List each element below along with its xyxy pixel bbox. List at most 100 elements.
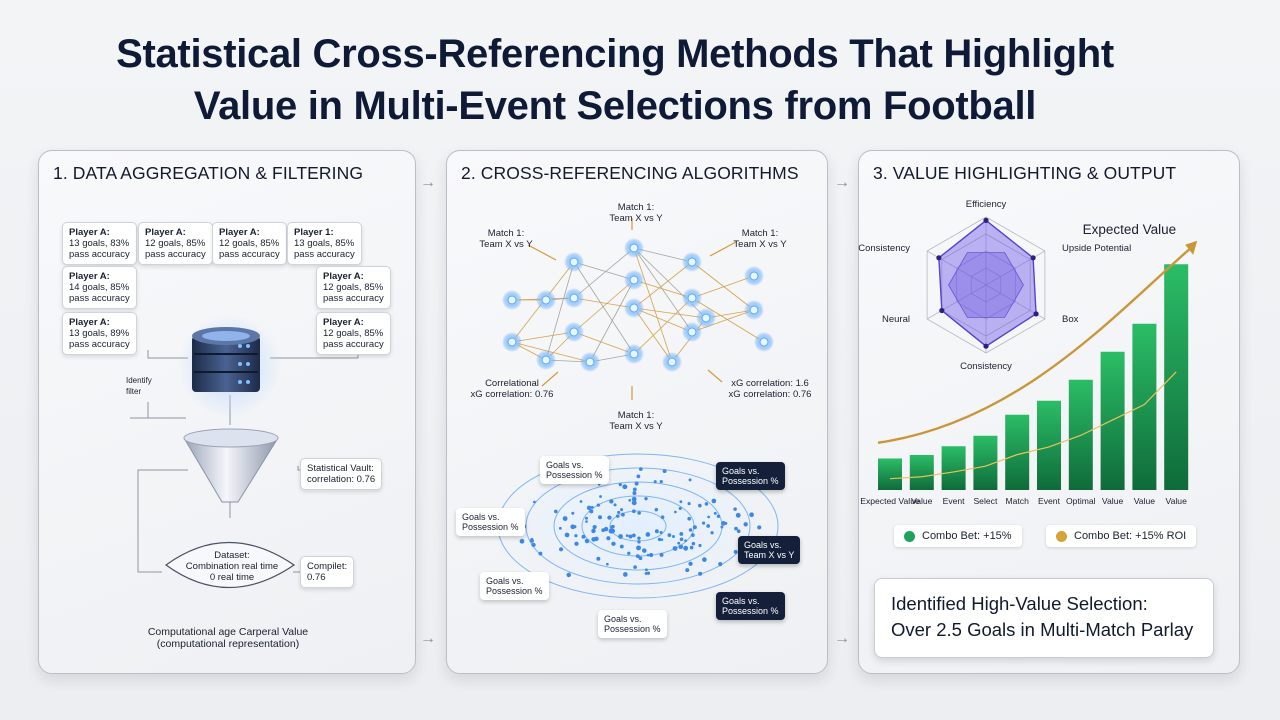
radar-dot	[610, 528, 616, 534]
network-link	[691, 275, 755, 299]
ev-trend-line	[889, 371, 1177, 480]
radar-dot	[659, 530, 663, 535]
radar-dot	[743, 522, 748, 527]
radar-dot	[554, 509, 558, 514]
radar-dot	[519, 538, 525, 544]
radar-dot	[689, 545, 694, 550]
ev-bar	[1132, 323, 1157, 490]
player-card-8: Player A: 12 goals, 85% pass accuracy	[316, 312, 391, 355]
radar-dot	[558, 547, 564, 552]
radar-dot	[590, 505, 594, 509]
panel3-heading: 3. VALUE HIGHLIGHTING & OUTPUT	[873, 163, 1177, 183]
radar-dot	[634, 481, 639, 486]
ev-category-label: Match	[1005, 496, 1029, 506]
radar-dot	[623, 572, 628, 577]
network-link	[633, 297, 693, 355]
radar-dot	[617, 510, 621, 514]
radar-dot	[605, 562, 609, 566]
panel2-graphics	[497, 218, 779, 599]
network-node-core	[507, 337, 517, 347]
radar-dot	[757, 525, 762, 530]
radar-dot	[609, 499, 614, 504]
radar-dot	[659, 552, 664, 557]
radar-axis-label: Neural	[882, 314, 910, 325]
radar-disk	[498, 454, 778, 598]
compile-card: Compilet: 0.76	[300, 556, 355, 588]
ev-trend-curve	[877, 245, 1193, 444]
radar-dot	[679, 537, 684, 542]
radar-dot	[724, 521, 728, 525]
radar-dot	[678, 544, 684, 550]
radar-dot	[538, 551, 543, 556]
network-link	[573, 297, 635, 309]
radar-dot	[607, 515, 612, 520]
network-link	[545, 261, 575, 361]
radar-dot	[579, 500, 583, 503]
green-dot-icon	[904, 530, 915, 542]
radar-dot	[586, 505, 592, 511]
radar-dot	[672, 546, 678, 551]
radar-dot	[613, 503, 617, 507]
arrow-head-icon	[1185, 240, 1198, 255]
ev-bar	[1164, 264, 1189, 490]
radar-label-d: Goals vs. Possession %	[480, 572, 549, 600]
radar-dot	[564, 532, 570, 538]
ev-bar	[878, 458, 902, 490]
network-node-core	[629, 349, 639, 359]
ev-category-label: Event	[943, 496, 966, 506]
network-link	[633, 307, 707, 319]
legend-item-combo-bet: Combo Bet: +15%	[894, 525, 1022, 547]
network-nodes	[502, 238, 774, 372]
player-card-7: Player A: 13 goals, 89% pass accuracy	[62, 312, 137, 355]
panel1-heading: 1. DATA AGGREGATION & FILTERING	[53, 163, 364, 183]
ev-category-label: Optimal	[1066, 496, 1096, 506]
radar-dot	[654, 529, 659, 534]
radar-point	[983, 217, 989, 223]
network-node-core	[585, 357, 595, 367]
network-node-core	[569, 327, 579, 337]
radar-dot	[606, 536, 611, 541]
arrow-right-icon: →	[420, 630, 436, 647]
player-card-4: Player 1: 13 goals, 85% pass accuracy	[287, 222, 362, 265]
radar-dot	[688, 561, 693, 566]
radar-label-f: Goals vs. Team X vs Y	[738, 536, 801, 564]
radar-dot	[638, 556, 643, 561]
node-label-right: Match 1: Team X vs Y	[733, 228, 787, 250]
radar-dot	[713, 511, 717, 515]
correlation-label-left: Correlational xG correlation: 0.76	[470, 378, 554, 400]
network-node-core	[541, 295, 551, 305]
arrow-right-icon: →	[834, 630, 850, 647]
radar-dot	[654, 507, 659, 512]
ev-category-label: Event	[1038, 496, 1061, 506]
radar-dot	[657, 537, 662, 542]
radar-axis-label: Efficiency	[966, 199, 1007, 210]
radar-dot	[574, 534, 578, 538]
ev-category-label: Select	[973, 496, 997, 506]
radar-point	[1033, 311, 1039, 317]
radar-dot	[621, 512, 625, 517]
identify-filter-label: Identify filter	[126, 376, 152, 396]
result-line-2: Over 2.5 Goals in Multi-Match Parlay	[891, 619, 1194, 640]
radar-dot	[688, 528, 693, 532]
radar-dot	[704, 502, 709, 506]
radar-dot	[718, 562, 723, 567]
result-line-1: Identified High-Value Selection:	[891, 593, 1148, 614]
radar-dot	[615, 514, 620, 518]
result-card: Identified High-Value Selection: Over 2.…	[874, 578, 1214, 658]
radar-dot	[734, 526, 738, 531]
network-link	[573, 261, 635, 355]
radar-axis-label: Consistency	[858, 243, 910, 254]
node-label-left: Match 1: Team X vs Y	[479, 228, 533, 250]
gold-dot-icon	[1056, 530, 1067, 542]
radar-dot	[692, 525, 697, 530]
radar-dot	[637, 540, 641, 544]
radar-dot	[598, 515, 603, 520]
radar-dot	[619, 544, 624, 549]
radar-dot	[633, 565, 637, 569]
network-node-core	[687, 257, 697, 267]
network-node-core	[569, 257, 579, 267]
radar-dot	[642, 549, 647, 553]
radar-dot	[632, 491, 637, 496]
radar-point	[936, 255, 942, 261]
